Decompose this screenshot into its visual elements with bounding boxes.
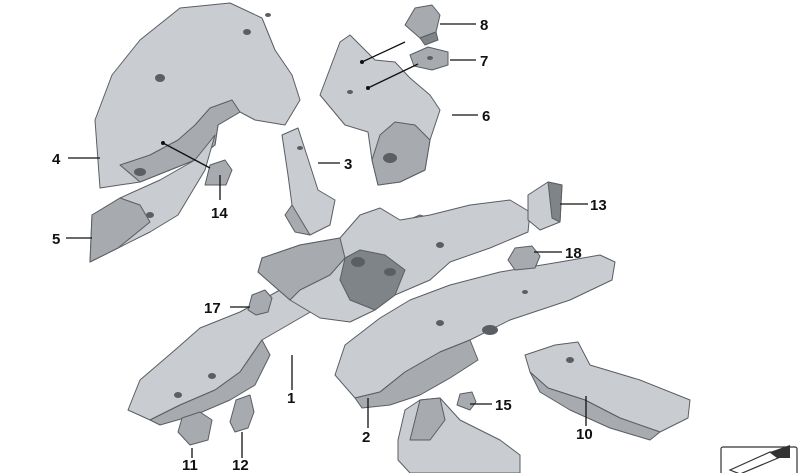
- part-11-bracket: [177, 411, 213, 446]
- part-2-longitudinal-member: [334, 254, 616, 409]
- leader-4-a: [162, 142, 211, 169]
- part-5-wheelhouse-lower: [89, 134, 216, 263]
- callout-3: 3: [344, 156, 352, 173]
- part-13-box-bracket: [527, 181, 563, 231]
- part-6-inner-upper-panel: [319, 34, 441, 186]
- leader-lines: [66, 23, 588, 458]
- part-15-clip: [456, 391, 477, 411]
- central-cross-member: [257, 199, 531, 323]
- callout-labels: 1 2 3 4 5 6 7 8 10 11 12 13 14 15 17 18: [52, 17, 607, 473]
- callout-10: 10: [576, 426, 593, 443]
- callout-8: 8: [480, 17, 488, 34]
- part-7-clip: [409, 46, 449, 71]
- leader-dot-6-a: [360, 60, 364, 64]
- part-3-pillar-reinforcement: [281, 127, 336, 236]
- part-18-bracket: [507, 245, 541, 271]
- callout-2: 2: [362, 429, 370, 446]
- callout-11: 11: [182, 457, 198, 473]
- callout-13: 13: [590, 197, 607, 214]
- callout-1: 1: [287, 390, 295, 407]
- callout-6: 6: [482, 108, 490, 125]
- callout-12: 12: [232, 457, 249, 473]
- part-10-member-extension: [524, 341, 691, 441]
- part-bottom-member: [397, 397, 521, 473]
- callout-4: 4: [52, 151, 61, 168]
- part-8-bracket: [404, 4, 441, 46]
- part-17-clip: [247, 289, 273, 316]
- part-12-bracket: [229, 394, 255, 433]
- leader-6-a: [361, 41, 406, 63]
- leader-dot-6-b: [366, 86, 370, 90]
- orientation-symbol: [720, 445, 798, 473]
- callout-7: 7: [480, 53, 488, 70]
- callout-17: 17: [204, 300, 221, 317]
- part-14-bracket: [204, 159, 233, 186]
- callout-5: 5: [52, 231, 60, 248]
- leader-6-b: [367, 63, 419, 89]
- leader-dot-4-a: [161, 141, 165, 145]
- callout-15: 15: [495, 397, 512, 414]
- callout-18: 18: [565, 245, 582, 262]
- callout-14: 14: [211, 205, 228, 222]
